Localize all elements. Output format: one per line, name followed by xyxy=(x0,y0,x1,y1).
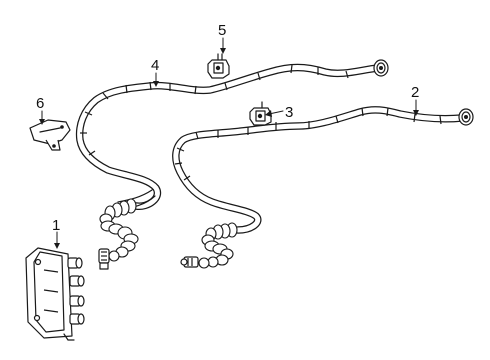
hose-2-corrugated-section xyxy=(180,222,238,269)
hose-4 xyxy=(75,59,389,210)
bracket-6 xyxy=(29,119,71,151)
clip-5 xyxy=(207,53,230,79)
clip-3 xyxy=(249,101,272,126)
callout-3: 3 xyxy=(285,104,293,121)
callout-6: 6 xyxy=(36,95,44,112)
callout-5: 5 xyxy=(218,22,226,39)
callout-1: 1 xyxy=(52,217,60,234)
callout-leaders xyxy=(39,37,419,249)
callout-4: 4 xyxy=(151,57,159,74)
hose-2 xyxy=(172,106,474,234)
callout-2: 2 xyxy=(411,84,419,101)
oil-cooler-1 xyxy=(25,247,85,341)
hose-4-corrugated-section xyxy=(98,189,156,270)
